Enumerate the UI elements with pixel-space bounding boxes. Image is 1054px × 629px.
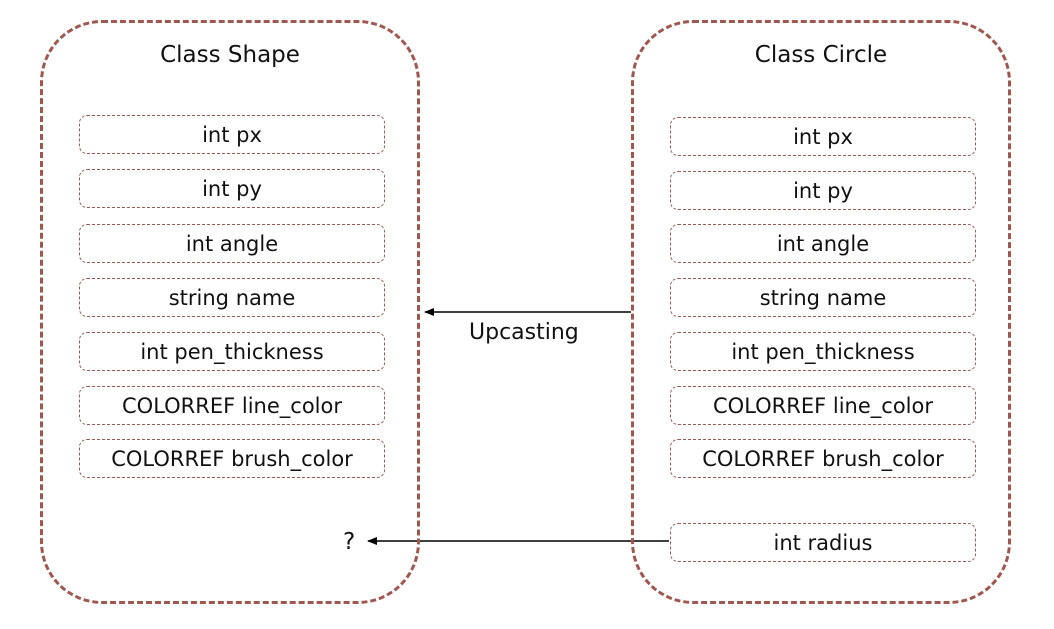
shape-field-pen-thickness: int pen_thickness bbox=[79, 332, 385, 371]
shape-field-px: int px bbox=[79, 115, 385, 154]
class-shape-box: Class Shape int px int py int angle stri… bbox=[40, 20, 420, 604]
shape-field-line-color: COLORREF line_color bbox=[79, 386, 385, 425]
circle-field-px: int px bbox=[670, 117, 976, 156]
class-shape-title: Class Shape bbox=[160, 42, 300, 68]
shape-field-angle: int angle bbox=[79, 224, 385, 263]
shape-field-py: int py bbox=[79, 169, 385, 208]
circle-field-line-color: COLORREF line_color bbox=[670, 386, 976, 425]
shape-field-name: string name bbox=[79, 278, 385, 317]
class-circle-title: Class Circle bbox=[754, 42, 888, 68]
circle-field-pen-thickness: int pen_thickness bbox=[670, 332, 976, 371]
upcasting-label: Upcasting bbox=[469, 320, 579, 345]
circle-field-angle: int angle bbox=[670, 224, 976, 263]
shape-field-brush-color: COLORREF brush_color bbox=[79, 439, 385, 478]
circle-field-brush-color: COLORREF brush_color bbox=[670, 439, 976, 478]
unknown-slot-label: ? bbox=[343, 529, 356, 555]
circle-field-name: string name bbox=[670, 278, 976, 317]
class-circle-box: Class Circle int px int py int angle str… bbox=[631, 20, 1011, 604]
circle-field-radius: int radius bbox=[670, 523, 976, 562]
circle-field-py: int py bbox=[670, 171, 976, 210]
